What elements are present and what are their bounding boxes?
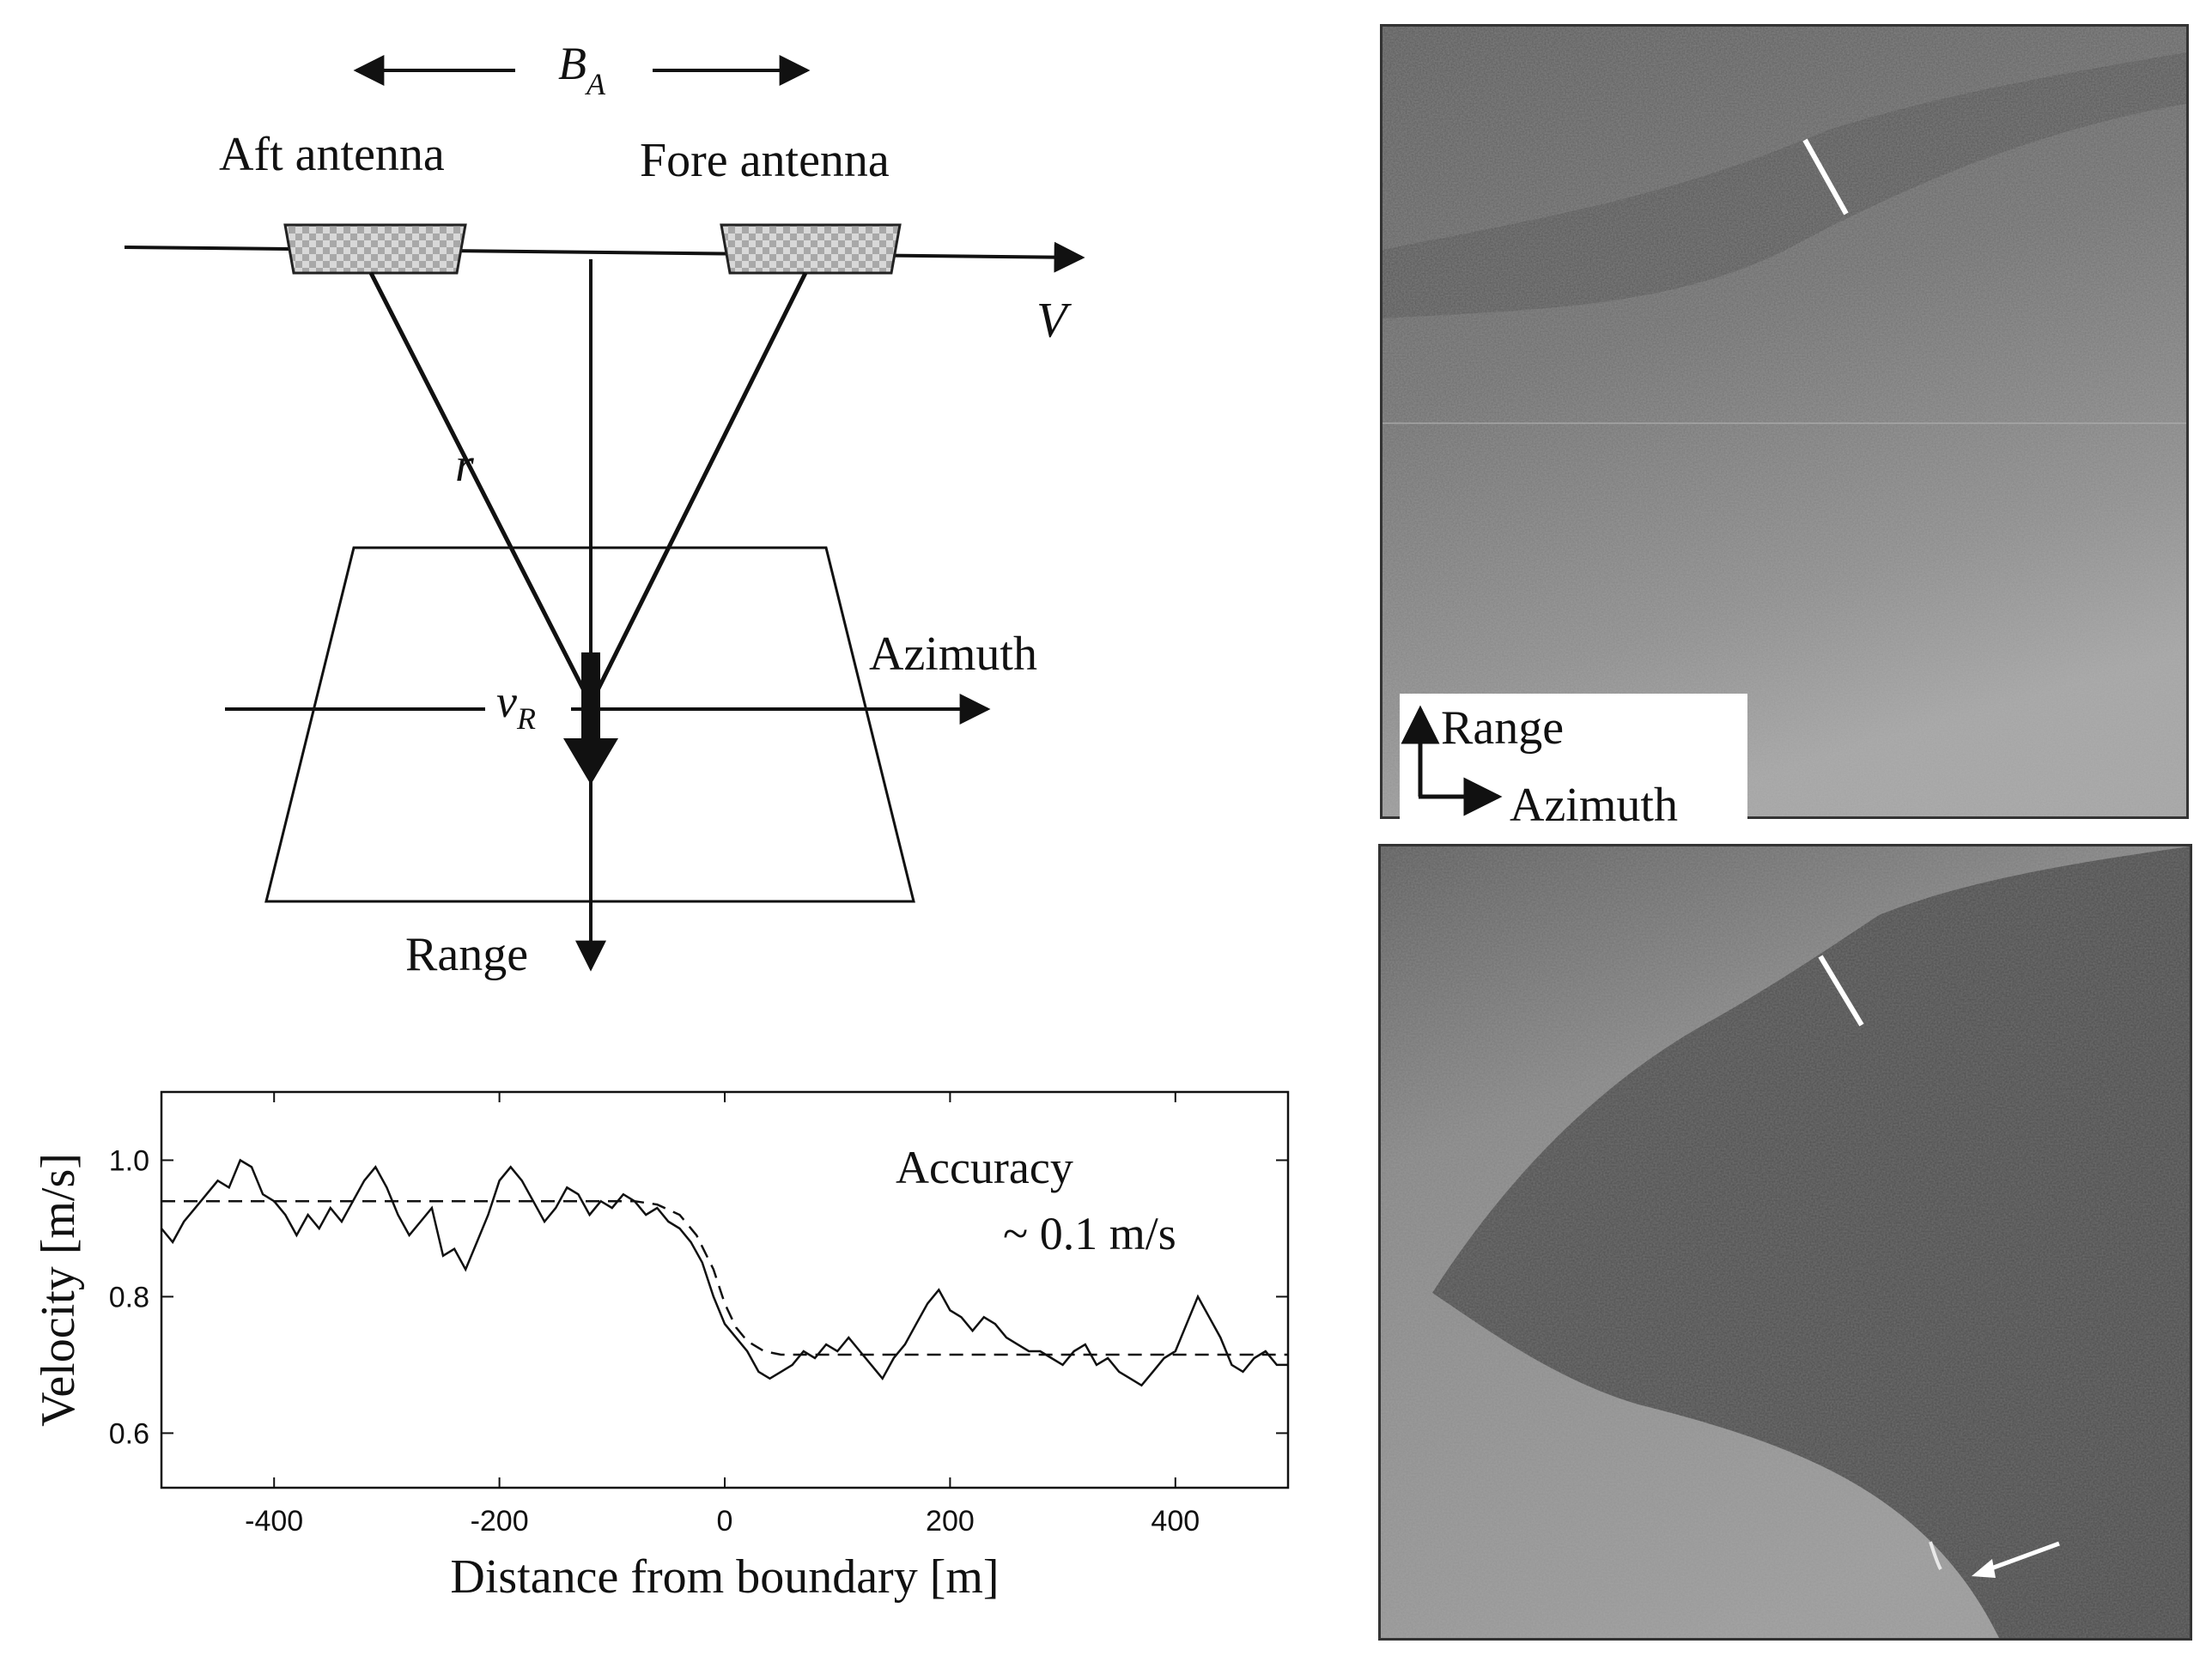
- arrow-indicator-head: [1972, 1559, 1996, 1578]
- platform-velocity-label: V: [1036, 292, 1073, 348]
- baseline-label: BA: [558, 38, 606, 101]
- x-tick-label: 200: [926, 1505, 975, 1538]
- sar-image-bottom: [1378, 844, 2192, 1641]
- velocity-line: [161, 1158, 1288, 1387]
- x-tick-label: 400: [1151, 1505, 1200, 1538]
- aft-beam-line: [368, 271, 593, 706]
- radial-velocity-arrow-head: [563, 738, 618, 785]
- direction-legend: Range Azimuth: [1400, 694, 1747, 840]
- legend-azimuth-label: Azimuth: [1510, 779, 1678, 832]
- y-axis-label: Velocity [m/s]: [32, 1153, 85, 1427]
- radial-velocity-label-bg: [485, 678, 571, 730]
- range-axis-label: Range: [405, 928, 528, 981]
- radial-velocity-label: vR: [496, 676, 536, 736]
- boundary-marker: [1818, 955, 1864, 1027]
- x-tick-label: -200: [471, 1505, 529, 1538]
- aft-antenna-label: Aft antenna: [219, 128, 445, 181]
- boundary-marker: [1802, 138, 1849, 215]
- y-tick-label: 0.8: [109, 1281, 149, 1313]
- plot-frame: [160, 1090, 1290, 1489]
- legend-range-label: Range: [1441, 701, 1564, 755]
- x-axis-label: Distance from boundary [m]: [450, 1550, 999, 1604]
- azimuth-axis-label: Azimuth: [869, 628, 1037, 681]
- fore-antenna-label: Fore antenna: [640, 134, 890, 187]
- fit-line-dashed: [161, 1199, 1288, 1356]
- accuracy-annotation: Accuracy: [896, 1142, 1073, 1193]
- x-tick-label: 0: [717, 1505, 733, 1538]
- y-tick-label: 0.6: [109, 1417, 149, 1450]
- x-tick-label: -400: [245, 1505, 303, 1538]
- accuracy-value-annotation: ~ 0.1 m/s: [1003, 1208, 1176, 1259]
- slant-range-label: r: [455, 439, 474, 492]
- ground-footprint: [264, 546, 915, 903]
- insar-geometry-diagram: BA Aft antenna Fore antenna V r Azimuth …: [124, 38, 1085, 981]
- flight-track-arrow: [124, 241, 1085, 273]
- fore-antenna: [720, 223, 902, 275]
- fore-beam-line: [588, 271, 808, 706]
- y-tick-label: 1.0: [109, 1144, 149, 1177]
- arrow-indicator: [1981, 1541, 2060, 1574]
- aft-antenna: [283, 223, 467, 275]
- radial-velocity-arrow-shaft: [581, 652, 600, 743]
- sar-image-top: Range Azimuth: [1380, 24, 2189, 840]
